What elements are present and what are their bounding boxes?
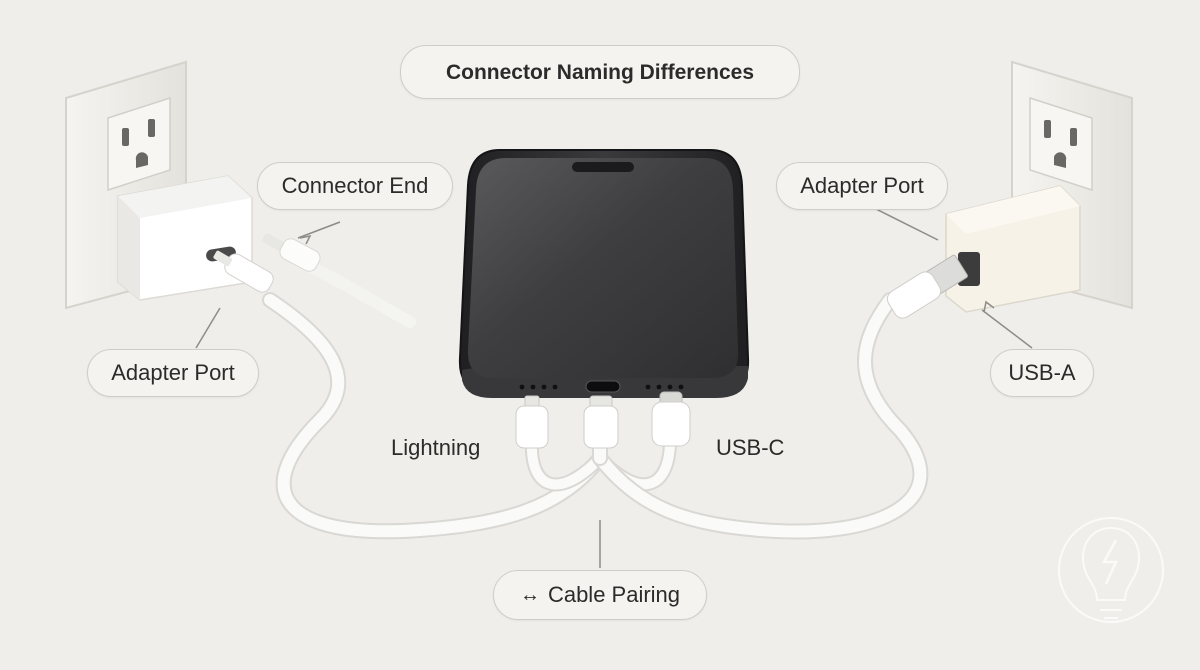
- speaker-grille: [519, 384, 684, 390]
- connector-end-leader: [297, 221, 341, 239]
- usb-a-label: USB-A: [990, 349, 1094, 397]
- floating-lightning-connector: [262, 233, 416, 328]
- adapter-port-left-leader: [195, 307, 221, 349]
- cable-pairing-label: ↔ Cable Pairing: [493, 570, 707, 620]
- center-connector: [583, 395, 619, 449]
- usb-c-label: USB-C: [716, 435, 785, 460]
- double-arrow-icon: ↔: [519, 584, 540, 606]
- leader-lines: [195, 204, 1033, 568]
- usb-c-connector: [651, 391, 691, 447]
- usb-a-leader: [981, 309, 1033, 349]
- adapter-port-left-label: Adapter Port: [87, 349, 259, 397]
- right-usb-a-adapter: [945, 185, 1081, 313]
- lightning-bolt-watermark-icon: [1058, 517, 1164, 623]
- phone-charging-port: [585, 380, 621, 393]
- phone-screen: [467, 158, 739, 378]
- diagram-title: Connector Naming Differences: [400, 45, 800, 99]
- left-usb-c-adapter: [117, 175, 253, 301]
- adapter-port-right-leader: [867, 204, 939, 241]
- cable-pairing-text: Cable Pairing: [547, 582, 681, 607]
- left-lightning-plug: [213, 250, 274, 293]
- lightning-label: Lightning: [391, 435, 481, 460]
- smartphone: [458, 149, 750, 398]
- usb-a-plug: [886, 254, 968, 319]
- connector-end-label: Connector End: [257, 162, 453, 210]
- lightning-connector: [515, 395, 549, 449]
- phone-notch: [572, 162, 634, 172]
- adapter-port-right-label: Adapter Port: [776, 162, 948, 210]
